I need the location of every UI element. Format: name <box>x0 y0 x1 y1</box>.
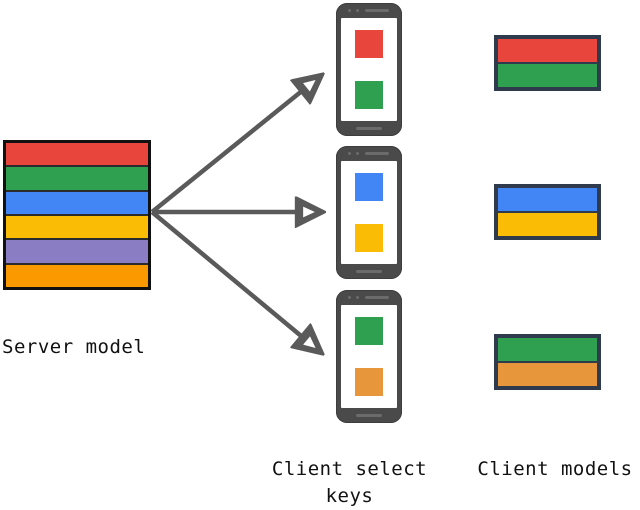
client-3-key-green <box>355 316 383 345</box>
client-1-band-green <box>498 64 597 87</box>
server-band-layer-red <box>6 143 148 168</box>
client-2-band-blue <box>498 188 597 213</box>
client-1-key-green <box>355 81 383 110</box>
client-models-label: Client models <box>477 458 633 480</box>
client-device-client-2[interactable] <box>336 146 402 279</box>
home-indicator-icon <box>356 270 382 273</box>
speaker-icon <box>365 296 389 299</box>
camera-icon <box>348 296 351 299</box>
home-indicator-icon <box>356 127 382 130</box>
server-model-block <box>3 140 151 290</box>
client-model-client-3 <box>494 334 601 390</box>
client-device-client-1[interactable] <box>336 3 402 136</box>
client-2-band-yellow <box>498 213 597 236</box>
camera-icon <box>348 152 351 155</box>
client-select-keys-label: Client select keys <box>271 458 428 507</box>
client-2-key-blue <box>355 172 383 201</box>
client-3-band-orange <box>498 363 597 386</box>
server-band-layer-orange <box>6 264 148 287</box>
sensor-icon <box>356 9 359 12</box>
home-indicator-icon <box>356 414 382 417</box>
client-2-key-yellow <box>355 224 383 253</box>
client-1-screen <box>341 18 397 121</box>
sensor-icon <box>356 152 359 155</box>
client-model-client-2 <box>494 184 601 240</box>
arrow-to-client-3 <box>150 210 318 350</box>
server-model-label: Server model <box>2 336 146 358</box>
server-band-layer-purple <box>6 240 148 265</box>
camera-icon <box>348 9 351 12</box>
server-band-layer-blue <box>6 191 148 216</box>
client-3-band-green <box>498 338 597 363</box>
server-band-layer-green <box>6 167 148 192</box>
sensor-icon <box>356 296 359 299</box>
client-2-screen <box>341 161 397 264</box>
client-1-key-red <box>355 29 383 58</box>
client-model-client-1 <box>494 35 601 91</box>
client-3-screen <box>341 305 397 408</box>
client-1-band-red <box>498 39 597 64</box>
speaker-icon <box>365 9 389 12</box>
client-device-client-3[interactable] <box>336 290 402 423</box>
arrow-to-client-1 <box>150 78 318 214</box>
speaker-icon <box>365 152 389 155</box>
server-band-layer-yellow <box>6 215 148 241</box>
client-3-key-orange <box>355 368 383 397</box>
